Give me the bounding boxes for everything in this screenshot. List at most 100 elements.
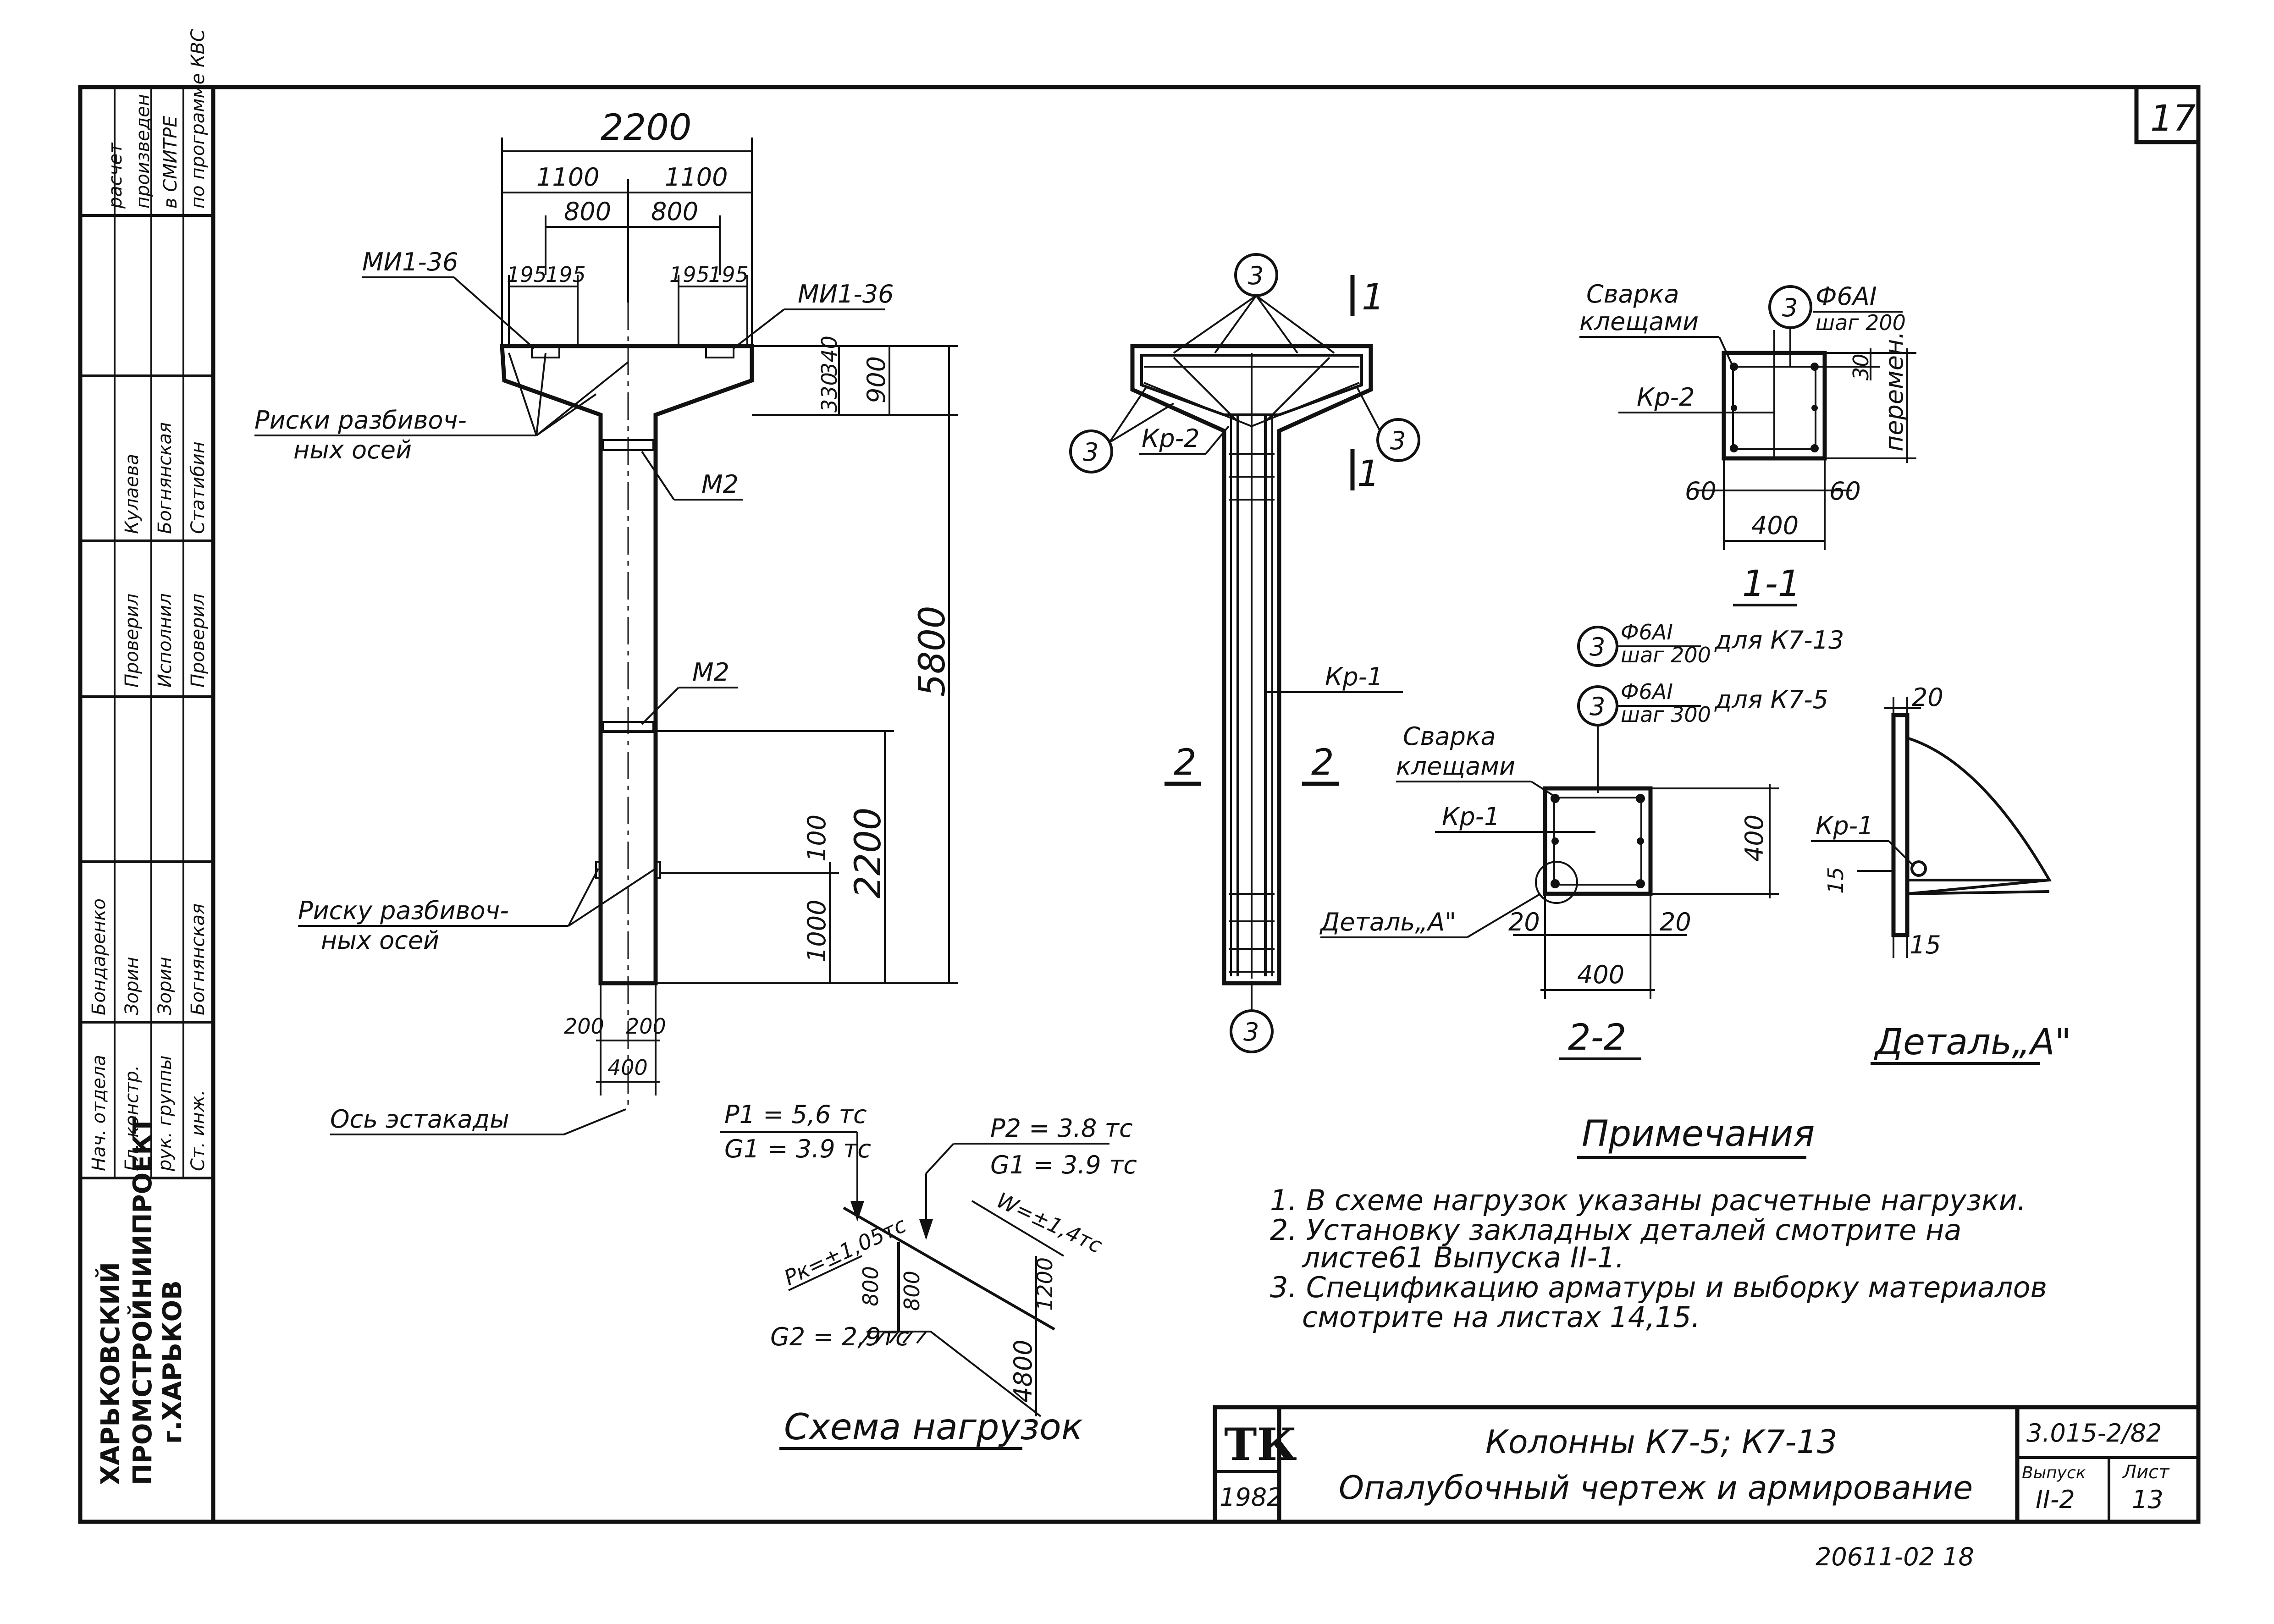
kr2-label: Кр-2 bbox=[1142, 424, 1199, 453]
load-g2: G2 = 2,9тс bbox=[770, 1322, 909, 1351]
risk-bot-line-2: ных осей bbox=[321, 926, 439, 955]
load-dim-800-a: 800 bbox=[858, 1266, 883, 1306]
detail-a-plate bbox=[1891, 713, 1910, 937]
dim-400-bottom: 400 bbox=[607, 1055, 648, 1080]
dim-330: 330 bbox=[817, 372, 842, 413]
callout-22-b bbox=[1577, 685, 1618, 727]
bar-dot-2 bbox=[1810, 363, 1819, 371]
detail-a-weld-2 bbox=[1907, 890, 2050, 895]
bar-dot-4 bbox=[1810, 444, 1819, 452]
calc-note-4: по программе КВС bbox=[188, 29, 209, 209]
callout-11-text: 3 bbox=[1782, 293, 1798, 322]
check-1: Проверил bbox=[188, 594, 209, 688]
notes: Примечания 1. В схеме нагрузок указаны р… bbox=[1270, 1113, 2047, 1334]
load-dim-800-b: 800 bbox=[900, 1271, 924, 1311]
detail-ref-leader bbox=[1466, 893, 1541, 938]
hatch-1 bbox=[861, 1331, 872, 1344]
dim-11-400: 400 bbox=[1751, 511, 1799, 540]
role-3: Гл. констр. bbox=[121, 1065, 143, 1171]
load-p1-arrowhead bbox=[850, 1201, 864, 1222]
dim-5800: 5800 bbox=[912, 606, 953, 697]
m2-top-leader bbox=[641, 451, 675, 501]
detail-a-15-b: 15 bbox=[1910, 930, 1941, 959]
section-2-label-left: 2 bbox=[1174, 742, 1197, 783]
name-col2-1: Статибин bbox=[188, 441, 209, 534]
sheet-frame: 17 bbox=[78, 85, 2201, 1524]
load-p2-leader bbox=[925, 1143, 955, 1174]
name-2: Зорин bbox=[155, 957, 176, 1015]
weld-11-leader bbox=[1718, 336, 1734, 367]
name-1: Богнянская bbox=[188, 903, 209, 1015]
callout-left-leader-2 bbox=[1109, 402, 1175, 443]
plate-right-a bbox=[705, 345, 734, 358]
load-p2-arrowhead bbox=[919, 1219, 933, 1240]
bar-dot-5 bbox=[1731, 405, 1737, 411]
hatch-2 bbox=[875, 1331, 886, 1344]
section-2-label-right: 2 bbox=[1311, 742, 1334, 783]
org-line-1: ХАРЬКОВСКИЙ bbox=[95, 1262, 126, 1485]
callout-top-leader-1 bbox=[1173, 295, 1257, 354]
bar22-dot-3 bbox=[1551, 879, 1560, 888]
mi-left-leader bbox=[453, 276, 535, 349]
weld-11-line-1: Сварка bbox=[1586, 280, 1679, 308]
stamp-tk-logo: ТК bbox=[1224, 1419, 1297, 1470]
dim-800-left: 800 bbox=[564, 197, 611, 226]
dim-900: 900 bbox=[862, 356, 891, 403]
section-22-outline bbox=[1543, 786, 1653, 896]
bar22-dot-6 bbox=[1637, 837, 1644, 845]
detail-a-marker bbox=[1535, 861, 1578, 904]
side-block: ХАРЬКОВСКИЙ ПРОМСТРОЙНИИПРОЕКТ г.ХАРЬКОВ… bbox=[80, 29, 213, 1485]
bar22-dot-5 bbox=[1551, 837, 1559, 845]
org-line-2: ПРОМСТРОЙНИИПРОЕКТ bbox=[127, 1117, 158, 1485]
risk-top-leader-4 bbox=[535, 361, 629, 436]
dim-195-c: 195 bbox=[669, 262, 710, 287]
dim-22-20-left: 20 bbox=[1508, 908, 1540, 936]
callout-3-top-text: 3 bbox=[1248, 261, 1264, 290]
dim-2200-top: 2200 bbox=[601, 107, 692, 149]
column-elevation: 2200 1100 1100 800 800 195 195 195 195 М… bbox=[254, 107, 958, 1135]
weld-22-leader bbox=[1530, 781, 1557, 798]
note-line-5: смотрите на листах 14,15. bbox=[1302, 1300, 1700, 1334]
check-2: Исполнил bbox=[155, 593, 176, 688]
mi-label-right: МИ1-36 bbox=[798, 280, 894, 308]
load-g1-left: G1 = 3.9 тс bbox=[724, 1134, 871, 1163]
note-line-3: листе61 Выпуска II-1. bbox=[1302, 1241, 1624, 1274]
callout-top-leader-2 bbox=[1214, 295, 1257, 354]
role-4: Нач. отдела bbox=[88, 1055, 110, 1171]
callout-22-b-text: 3 bbox=[1590, 692, 1605, 721]
role-2: рук. группы bbox=[155, 1055, 176, 1172]
dim-1100-left: 1100 bbox=[536, 163, 599, 192]
load-scheme-title: Схема нагрузок bbox=[784, 1407, 1083, 1448]
bar-dot-3 bbox=[1730, 444, 1738, 452]
dim-200-right: 200 bbox=[626, 1014, 666, 1039]
stamp-list-value: 13 bbox=[2132, 1485, 2164, 1514]
callout-top-leader-3 bbox=[1255, 295, 1298, 354]
m2-label-mid: М2 bbox=[692, 658, 729, 687]
dim-2200-side: 2200 bbox=[848, 807, 889, 898]
dim-11-var-text: перемен. bbox=[1880, 331, 1909, 451]
calc-note: по программе КВС в СМИТРЕ произведен рас… bbox=[105, 29, 209, 209]
kr2-11-label: Кр-2 bbox=[1637, 383, 1694, 412]
check-3: Проверил bbox=[121, 594, 143, 688]
section-1-label-bot: 1 bbox=[1357, 453, 1380, 495]
section-22-title: 2-2 bbox=[1568, 1017, 1626, 1058]
bottom-code: 20611-02 18 bbox=[1816, 1542, 1974, 1571]
weld-11-line-2: клещами bbox=[1579, 307, 1699, 336]
callout-3-left-text: 3 bbox=[1083, 438, 1098, 467]
name-3: Зорин bbox=[121, 957, 143, 1015]
note-line-1: 1. В схеме нагрузок указаны расчетные на… bbox=[1270, 1184, 2026, 1217]
axis-label: Ось эстакады bbox=[330, 1105, 509, 1134]
dim-1000: 1000 bbox=[802, 900, 831, 963]
calc-note-3: в СМИТРЕ bbox=[160, 116, 181, 209]
detail-a-kr1: Кр-1 bbox=[1816, 811, 1873, 840]
bar-22-b-note: для К7-5 bbox=[1714, 685, 1828, 714]
plate-m2-top bbox=[602, 439, 654, 451]
risk-top-leader-2 bbox=[535, 352, 546, 436]
bar-22-b-top: Ф6АI bbox=[1621, 679, 1673, 704]
note-line-4: 3. Спецификацию арматуры и выборку матер… bbox=[1270, 1271, 2047, 1304]
risk-bot-line-1: Риску разбивоч- bbox=[298, 896, 509, 925]
m2-mid-leader bbox=[641, 687, 679, 725]
callout-right-leader bbox=[1356, 387, 1381, 431]
dim-100: 100 bbox=[802, 815, 831, 862]
rebar-outline bbox=[1130, 344, 1373, 985]
